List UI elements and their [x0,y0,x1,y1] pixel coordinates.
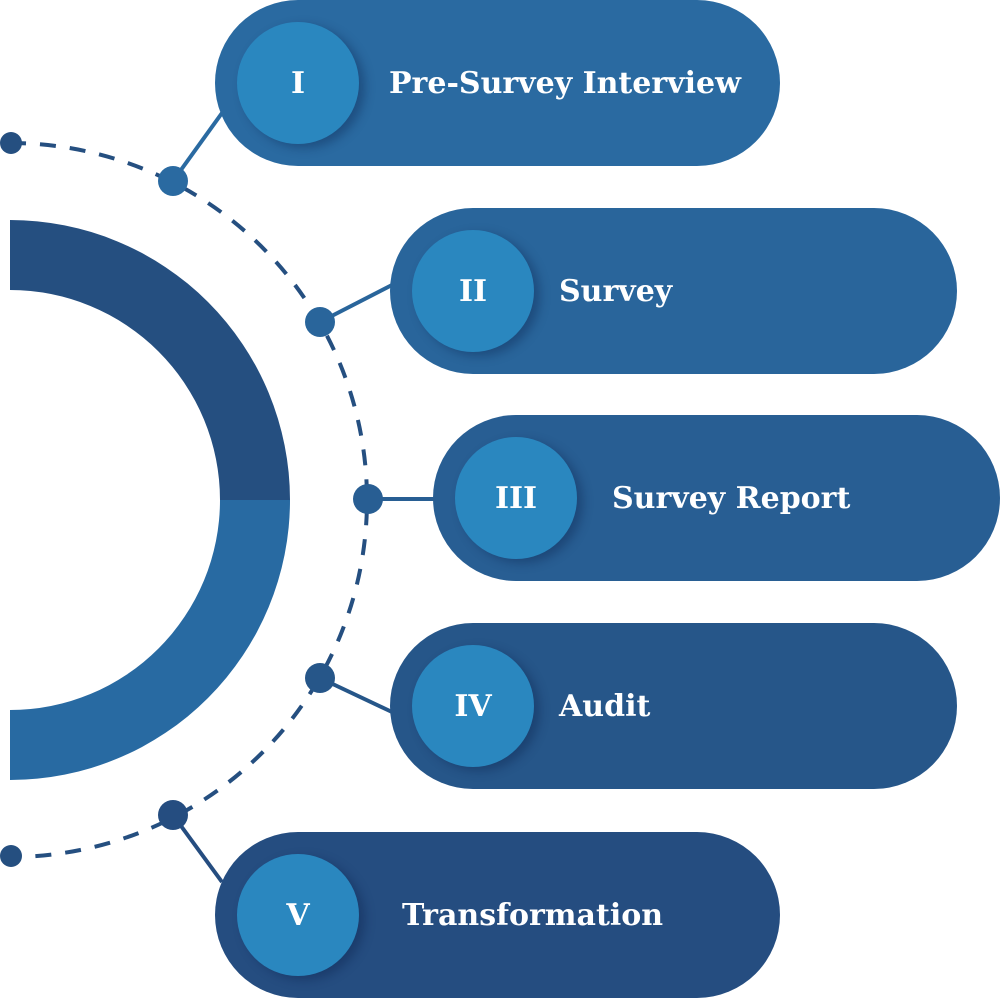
step-pill-5: V Transformation [215,832,780,998]
step-pill-1: I Pre-Survey Interview [215,0,780,166]
node-dot-5 [158,800,188,830]
step-badge-5: V [237,854,359,976]
step-label-1: Pre-Survey Interview [389,65,741,101]
step-pill-4: IV Audit [390,623,957,789]
arc-end-dot-bottom [0,845,22,867]
node-dot-4 [305,663,335,693]
node-dot-2 [305,307,335,337]
step-label-5: Transformation [402,897,664,933]
node-dot-3 [353,484,383,514]
step-badge-3: III [455,437,577,559]
step-badge-4: IV [412,645,534,767]
node-dot-1 [158,166,188,196]
step-pill-3: III Survey Report [433,415,1000,581]
step-pill-2: II Survey [390,208,957,374]
step-label-4: Audit [559,688,651,724]
step-badge-2: II [412,230,534,352]
step-label-3: Survey Report [612,480,851,516]
step-label-2: Survey [559,273,673,309]
connectors [171,111,436,884]
arc-end-dot-top [0,132,22,154]
step-badge-1: I [237,22,359,144]
ring-lower-half [10,500,290,780]
ring-upper-half [10,220,290,500]
